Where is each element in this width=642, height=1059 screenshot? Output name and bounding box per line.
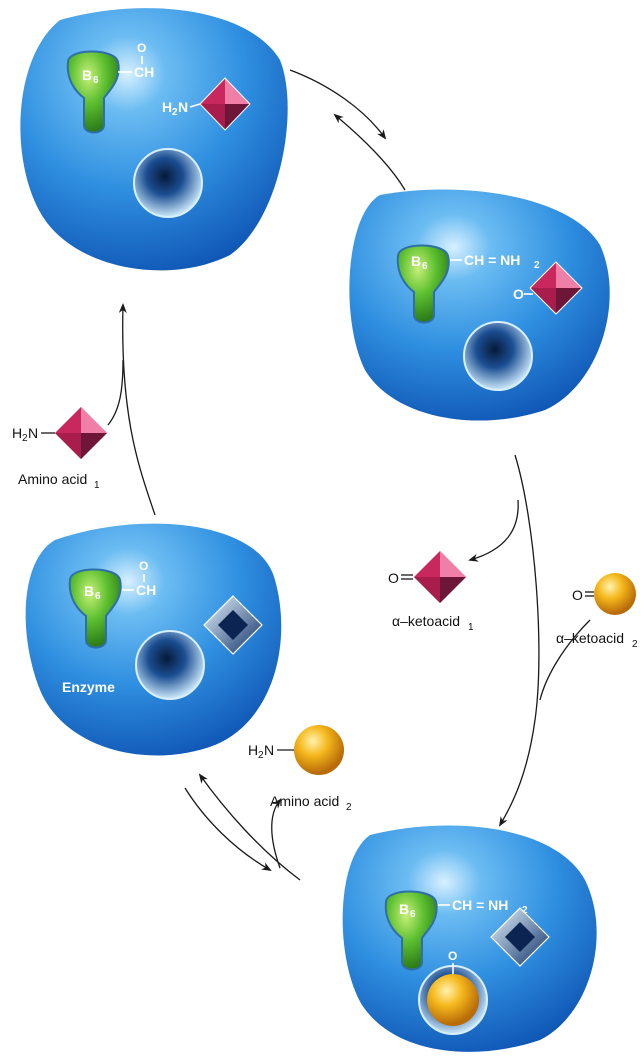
svg-text:H: H xyxy=(248,742,258,758)
binding-pocket xyxy=(464,322,532,390)
amino-acid-1-join xyxy=(108,360,123,425)
reverse-arrow-2-to-1 xyxy=(335,115,405,190)
svg-text:1: 1 xyxy=(468,622,474,633)
amino-acid-1-label: Amino acid xyxy=(18,471,87,487)
svg-text:N: N xyxy=(264,742,274,758)
enzyme-label: Enzyme xyxy=(62,679,115,695)
amino-acid-1-entry-arrow xyxy=(123,305,155,515)
svg-text:6: 6 xyxy=(422,261,428,272)
svg-text:6: 6 xyxy=(95,591,101,602)
svg-text:H: H xyxy=(12,425,22,441)
reverse-arrow-free-to-4 xyxy=(185,788,270,870)
enzyme-free: B 6 CH O Enzyme xyxy=(26,524,282,756)
svg-text:O: O xyxy=(388,570,399,586)
svg-text:N: N xyxy=(178,99,188,115)
enzyme-complex-2: B 6 CH = NH 2 O xyxy=(349,189,609,420)
amino-acid-2: H 2 N Amino acid 2 xyxy=(248,725,352,813)
ketoacid-2-label: α–ketoacid xyxy=(556,630,624,646)
binding-pocket xyxy=(136,631,204,699)
svg-text:N: N xyxy=(28,425,38,441)
forward-arrow-4-to-free xyxy=(200,775,300,880)
b6-subscript: 6 xyxy=(93,75,99,86)
b6-label: B xyxy=(84,583,94,599)
ketoacid-1-label: α–ketoacid xyxy=(392,613,460,629)
ketoacid-1: O α–ketoacid 1 xyxy=(388,551,474,633)
svg-text:6: 6 xyxy=(410,909,416,920)
oxo-label: O xyxy=(513,286,524,302)
ketoacid-1-release-arrow xyxy=(470,500,518,560)
aldehyde-ch-label: CH xyxy=(134,64,154,80)
aldehyde-o-label: O xyxy=(139,559,148,573)
b6-label: B xyxy=(82,67,92,83)
b6-label: B xyxy=(411,253,421,269)
svg-text:2: 2 xyxy=(632,639,638,650)
svg-text:2: 2 xyxy=(346,802,352,813)
amino-acid-2-label: Amino acid xyxy=(270,793,339,809)
binding-pocket xyxy=(134,149,202,217)
imine-label: CH = NH xyxy=(452,897,508,913)
svg-text:O: O xyxy=(572,587,583,603)
amino-acid-1: H 2 N Amino acid 1 xyxy=(12,407,107,491)
b6-label: B xyxy=(399,901,409,917)
enzyme-complex-1: B 6 CH O H 2 N xyxy=(20,8,287,270)
forward-arrow-1-to-2 xyxy=(290,70,385,138)
ketoacid-2: O α–ketoacid 2 xyxy=(556,573,638,650)
aldehyde-ch-label: CH xyxy=(136,582,156,598)
h2n-label: H xyxy=(162,99,172,115)
oxo-label: O xyxy=(448,949,457,963)
svg-text:2: 2 xyxy=(534,260,540,271)
enzyme-complex-4: B 6 CH = NH 2 O xyxy=(343,825,597,1051)
aldehyde-o-label: O xyxy=(137,41,146,55)
main-arrow-2-to-4 xyxy=(500,455,539,825)
svg-text:1: 1 xyxy=(94,480,100,491)
imine-label: CH = NH xyxy=(464,252,520,268)
